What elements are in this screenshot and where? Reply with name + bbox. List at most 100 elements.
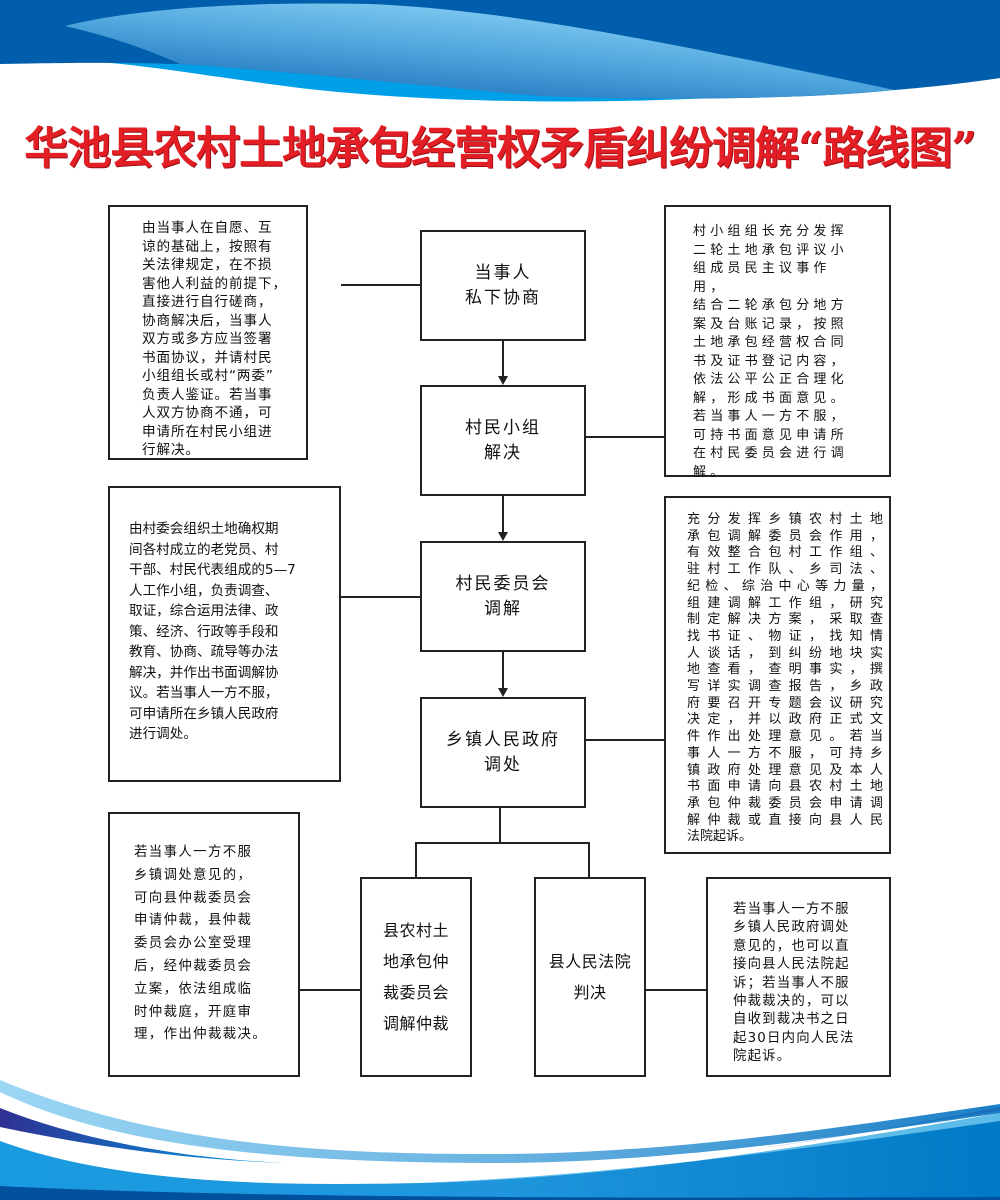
note-line: 申请所在村民小组进	[142, 423, 273, 440]
note-line: 协商解决后，当事人	[142, 312, 273, 329]
note-line: 驻村工作队、乡司法、	[687, 562, 883, 578]
note-line: 书面协议，并请村民	[142, 349, 273, 366]
page-title: 华池县农村土地承包经营权矛盾纠纷调解“路线图”	[24, 123, 977, 174]
note-line: 议。若当事人一方不服，	[129, 685, 279, 701]
connector-branch-horizontal	[415, 842, 590, 844]
note-line: 承包调解委员会作用，	[687, 528, 883, 544]
note-line: 二轮土地承包评议小	[693, 242, 848, 258]
note-line: 解仲裁或直接向县人民	[687, 812, 883, 828]
step-arbitration-committee: 县农村土 地承包仲 裁委员会 调解仲裁	[360, 877, 472, 1077]
note-line: 若当事人一方不服，	[693, 409, 848, 424]
note-line: 书及证书登记内容，	[693, 353, 848, 369]
note-line: 组建调解工作组，研究	[687, 595, 883, 611]
note-line: 理，作出仲裁裁决。	[134, 1027, 268, 1043]
note-line: 谅的基础上，按照有	[142, 238, 273, 255]
connector-step4-branch	[499, 807, 501, 843]
note-line: 仲裁裁决的，可以	[733, 994, 850, 1010]
note-line: 取证，综合运用法律、政	[129, 603, 279, 619]
note-text: 由当事人在自愿、互谅的基础上，按照有关法律规定，在不损害他人利益的前提下， 直接进…	[142, 219, 290, 460]
note-line: 解。	[693, 464, 728, 480]
connector-step3-step4	[502, 651, 504, 689]
note-line: 府要召开专题会议研究	[687, 695, 883, 711]
note-line: 由当事人在自愿、互	[142, 220, 273, 236]
note-line: 承包仲裁委员会申请调	[687, 795, 883, 811]
arrow-down-icon	[498, 532, 508, 541]
step-private-negotiation: 当事人 私下协商	[420, 230, 586, 341]
note-line: 写详实调查报告，乡政	[687, 679, 883, 695]
note-line: 找书证、物证，找知情	[687, 628, 883, 644]
note-line: 制定解决方案，采取查	[687, 612, 883, 628]
note-line: 可申请所在乡镇人民政府	[129, 705, 279, 722]
note-line: 纪检、综治中心等力量，	[687, 578, 883, 594]
connector-step1-step2	[502, 340, 504, 378]
note-line: 有效整合包村工作组、	[687, 545, 883, 561]
note-line: 教育、协商、疏导等办法	[129, 644, 279, 660]
note-line: 诉；若当事人不服	[733, 975, 850, 991]
connector-step2-note	[586, 436, 665, 438]
note-line: 人工作小组，负责调查、	[129, 582, 279, 599]
note-private-negotiation: 由当事人在自愿、互谅的基础上，按照有关法律规定，在不损害他人利益的前提下， 直接进…	[108, 205, 308, 460]
note-line: 小组组长或村“两委”	[142, 368, 274, 384]
note-line: 进行调处。	[129, 726, 197, 742]
step-label: 县人民法院 判决	[548, 952, 632, 1002]
connector-court-note	[645, 989, 707, 991]
step-label: 村民小组 解决	[465, 417, 541, 463]
note-line: 乡镇调处意见的，	[134, 867, 253, 883]
step-label: 村民委员会 调解	[455, 573, 551, 619]
note-line: 人谈话，到纠纷地块实	[687, 645, 883, 661]
note-line: 可向县仲裁委员会	[134, 890, 253, 906]
step-label: 县农村土 地承包仲 裁委员会 调解仲裁	[382, 921, 449, 1033]
note-line: 申请仲裁，县仲裁	[134, 913, 253, 929]
note-line: 间各村成立的老党员、村	[129, 541, 279, 558]
note-text: 若当事人一方不服乡镇调处意见的， 可向县仲裁委员会申请仲裁，县仲裁委员会办公室受理…	[134, 842, 296, 1047]
note-arbitration: 若当事人一方不服乡镇调处意见的， 可向县仲裁委员会申请仲裁，县仲裁委员会办公室受理…	[108, 812, 300, 1077]
note-line: 害他人利益的前提下，	[142, 275, 287, 292]
note-line: 若当事人一方不服	[134, 845, 253, 860]
note-line: 村小组组长充分发挥	[693, 224, 848, 239]
top-wave	[0, 0, 1000, 102]
note-villager-group: 村小组组长充分发挥二轮土地承包评议小组成员民主议事作用，结合二轮承包分地方案及台…	[664, 205, 891, 480]
note-line: 立案，依法组成临	[134, 981, 253, 997]
note-line: 委员会办公室受理	[134, 936, 253, 952]
connector-branch-court	[588, 842, 590, 878]
note-village-committee: 由村委会组织土地确权期间各村成立的老党员、村干部、村民代表组成的5—7 人工作小组…	[108, 486, 341, 782]
note-text: 充分发挥乡镇农村土地承包调解委员会作用，有效整合包村工作组、驻村工作队、乡司法、…	[687, 512, 883, 846]
note-line: 由村委会组织土地确权期	[129, 521, 279, 537]
note-line: 若当事人一方不服	[733, 902, 850, 917]
arrow-down-icon	[498, 688, 508, 697]
connector-step1-note	[341, 284, 421, 286]
note-line: 时仲裁庭，开庭审	[134, 1004, 253, 1020]
connector-arbitration-note	[299, 989, 361, 991]
note-text: 若当事人一方不服乡镇人民政府调处意见的，也可以直接向县人民法院起诉；若当事人不服…	[733, 901, 883, 1067]
step-label: 当事人 私下协商	[465, 262, 541, 308]
note-line: 事人一方不服，可持乡	[687, 745, 883, 761]
note-line: 案及台账记录，按照	[693, 316, 848, 332]
note-line: 依法公平公正合理化	[693, 372, 848, 387]
step-township-government: 乡镇人民政府 调处	[420, 697, 586, 808]
step-county-court: 县人民法院 判决	[534, 877, 646, 1077]
note-line: 可持书面意见申请所	[693, 427, 848, 443]
note-line: 充分发挥乡镇农村土地	[687, 512, 883, 527]
note-line: 解，形成书面意见。	[693, 390, 848, 406]
note-line: 关法律规定，在不损	[142, 257, 273, 273]
note-line: 地查看，查明事实，撰	[687, 662, 883, 678]
step-village-committee: 村民委员会 调解	[420, 541, 586, 652]
step-villager-group: 村民小组 解决	[420, 385, 586, 496]
arrow-down-icon	[498, 376, 508, 385]
connector-step3-note	[339, 596, 421, 598]
step-label: 乡镇人民政府 调处	[446, 729, 560, 775]
note-line: 法院起诉。	[687, 829, 753, 845]
note-line: 负责人鉴证。若当事	[142, 386, 273, 403]
note-text: 村小组组长充分发挥二轮土地承包评议小组成员民主议事作用，结合二轮承包分地方案及台…	[693, 223, 863, 482]
note-line: 院起诉。	[733, 1049, 792, 1065]
note-line: 意见的，也可以直	[733, 938, 850, 954]
note-line: 干部、村民代表组成的5—7	[129, 562, 296, 578]
bottom-wave	[0, 1080, 1000, 1200]
note-line: 乡镇人民政府调处	[733, 920, 850, 936]
note-line: 直接进行自行磋商，	[142, 294, 273, 310]
note-line: 组成员民主议事作用，	[693, 261, 831, 295]
note-court: 若当事人一方不服乡镇人民政府调处意见的，也可以直接向县人民法院起诉；若当事人不服…	[706, 877, 891, 1077]
note-line: 决定，并以政府正式文	[687, 712, 883, 728]
note-line: 镇政府处理意见及本人	[687, 762, 883, 778]
